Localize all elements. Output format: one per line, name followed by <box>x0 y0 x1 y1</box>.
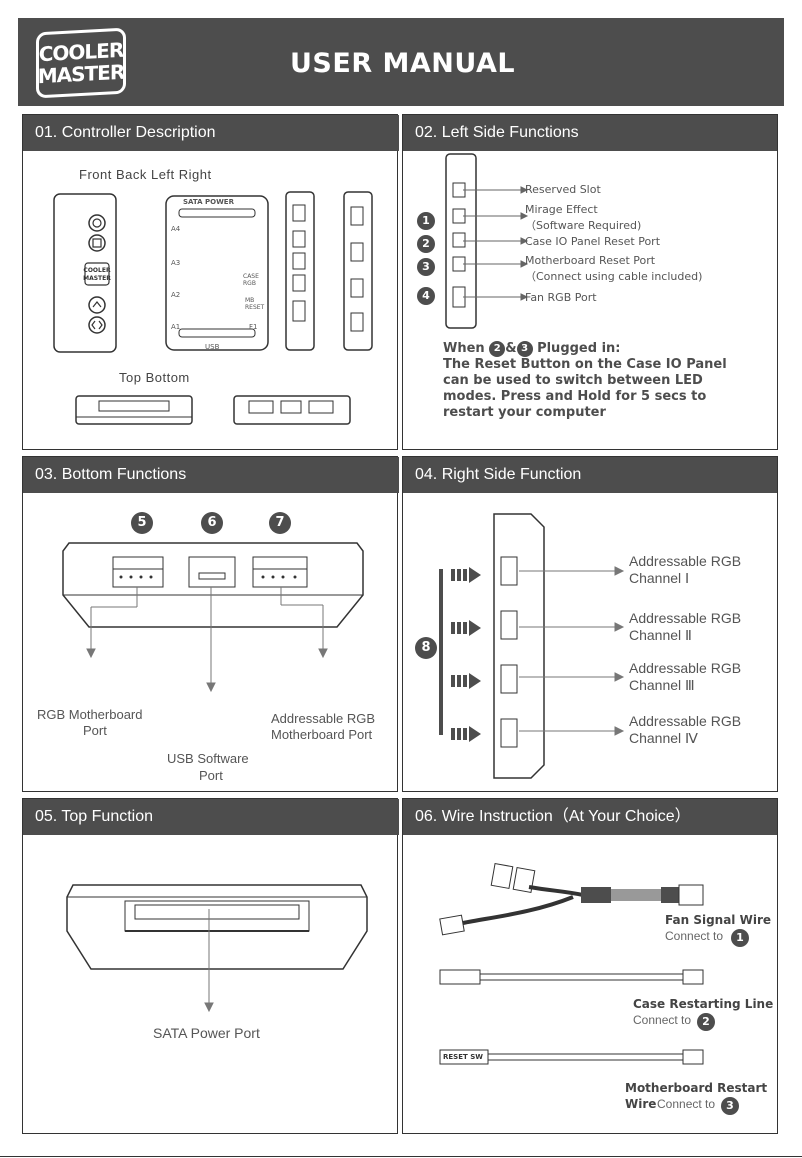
section-title: 02. Left Side Functions <box>403 115 777 151</box>
case-restarting-line-name: Case Restarting Line <box>633 997 774 1011</box>
channel-3-line2: Channel Ⅲ <box>629 677 695 693</box>
sata-power-port-label: SATA Power Port <box>153 1025 260 1041</box>
sata-power-label: SATA POWER <box>183 198 234 206</box>
svg-text:MASTER: MASTER <box>83 275 111 282</box>
case-rgb-label: CASE RGB <box>243 273 259 287</box>
case-restarting-line-illustration <box>439 969 704 985</box>
fan-signal-wire-number: 1 <box>731 929 749 947</box>
views-top-label: Front Back Left Right <box>79 167 212 182</box>
note-when: When <box>443 341 485 356</box>
note-amp: & <box>505 341 517 356</box>
front-view-illustration: COOLER MASTER <box>53 193 117 353</box>
mirage-effect-sub: （Software Required) <box>525 219 642 232</box>
channel-1-line2: Channel Ⅰ <box>629 570 690 586</box>
callout-number-1: 1 <box>417 212 435 230</box>
right-side-bracket <box>439 567 481 742</box>
note-plugged: Plugged in: <box>537 341 621 356</box>
argb-motherboard-port-line2: Motherboard Port <box>271 727 373 742</box>
callout-number-3: 3 <box>417 258 435 276</box>
section-title: 05. Top Function <box>23 799 399 835</box>
section-title: 06. Wire Instruction（At Your Choice） <box>403 799 777 835</box>
motherboard-restart-wire-illustration <box>439 1049 704 1065</box>
motherboard-restart-wire-connect: Connect to <box>657 1097 716 1111</box>
bottom-functions-illustration <box>62 542 364 693</box>
section-wire-instruction: 06. Wire Instruction（At Your Choice） Fan… <box>402 798 778 1134</box>
section-title: 04. Right Side Function <box>403 457 777 493</box>
mirage-effect-label: Mirage Effect <box>525 203 598 216</box>
fan-signal-wire-name: Fan Signal Wire <box>665 913 771 927</box>
back-view-illustration <box>165 195 269 351</box>
argb-motherboard-port-line1: Addressable RGB <box>271 711 376 726</box>
case-io-reset-label: Case IO Panel Reset Port <box>525 235 661 248</box>
callout-number-5: 5 <box>131 512 153 534</box>
channel-2-line2: Channel Ⅱ <box>629 627 692 643</box>
left-view-illustration <box>285 191 315 351</box>
mb-reset-port-sub: （Connect using cable included) <box>525 270 703 283</box>
f1-label: F1 <box>249 323 258 331</box>
motherboard-restart-wire-name2: Wire <box>625 1097 657 1111</box>
right-view-illustration <box>343 191 373 351</box>
note-number-2: 2 <box>489 341 506 357</box>
channel-4-line1: Addressable RGB <box>629 713 742 729</box>
fan-signal-wire-connect: Connect to <box>665 929 724 943</box>
right-side-illustration <box>493 513 545 779</box>
callout-number-2: 2 <box>417 235 435 253</box>
motherboard-restart-wire-number: 3 <box>721 1097 739 1115</box>
fan-rgb-port-label: Fan RGB Port <box>525 291 597 304</box>
a2-label: A2 <box>171 291 181 299</box>
section-bottom-functions: 03. Bottom Functions 5 6 7 RGB Motherboa… <box>22 456 399 792</box>
channel-1-line1: Addressable RGB <box>629 553 742 569</box>
callout-number-7: 7 <box>269 512 291 534</box>
section-top-function: 05. Top Function SATA Power Port <box>22 798 399 1134</box>
callout-number-4: 4 <box>417 287 435 305</box>
channel-2-line1: Addressable RGB <box>629 610 742 626</box>
a4-label: A4 <box>171 225 181 233</box>
section-controller-description: 01. Controller Description Front Back Le… <box>22 114 399 450</box>
rgb-motherboard-port-line2: Port <box>83 723 107 738</box>
motherboard-restart-wire-name: Motherboard Restart <box>625 1081 768 1095</box>
manual-header: COOLER MASTER USER MANUAL <box>18 18 784 106</box>
note-body: The Reset Button on the Case IO Panel ca… <box>443 357 727 420</box>
views-bottom-label: Top Bottom <box>119 370 190 385</box>
section-title: 03. Bottom Functions <box>23 457 399 493</box>
top-function-illustration <box>66 884 368 1013</box>
channel-arrows <box>519 566 625 736</box>
mb-reset-port-label: Motherboard Reset Port <box>525 254 656 267</box>
left-side-arrows <box>463 186 529 301</box>
svg-text:COOLER: COOLER <box>83 267 111 274</box>
mb-reset-label: MB RESET <box>245 297 265 311</box>
section-title: 01. Controller Description <box>23 115 399 151</box>
page-bottom-rule <box>0 1156 802 1157</box>
fan-signal-wire-illustration <box>439 863 704 936</box>
logo-line-2: MASTER <box>37 59 125 89</box>
callout-number-6: 6 <box>201 512 223 534</box>
usb-software-port-line1: USB Software <box>167 751 249 766</box>
reset-button-note: When 2&3 Plugged in: The Reset Button on… <box>443 341 743 421</box>
section-left-side-functions: 02. Left Side Functions Reserved Slot 1 … <box>402 114 778 450</box>
cooler-master-logo: COOLER MASTER <box>36 27 126 99</box>
channel-4-line2: Channel Ⅳ <box>629 730 698 746</box>
usb-software-port-line2: Port <box>199 768 223 783</box>
section-right-side-function: 04. Right Side Function 8 Addressable RG… <box>402 456 778 792</box>
top-view-illustration <box>75 395 193 425</box>
a3-label: A3 <box>171 259 181 267</box>
case-restarting-line-connect: Connect to <box>633 1013 692 1027</box>
reserved-slot-label: Reserved Slot <box>525 183 601 196</box>
usb-label: USB <box>205 343 220 351</box>
a1-label: A1 <box>171 323 181 331</box>
note-number-3: 3 <box>516 341 533 357</box>
bottom-view-illustration <box>233 395 351 425</box>
rgb-motherboard-port-line1: RGB Motherboard <box>37 707 143 722</box>
case-restarting-line-number: 2 <box>697 1013 715 1031</box>
channel-3-line1: Addressable RGB <box>629 660 742 676</box>
manual-title: USER MANUAL <box>290 48 516 79</box>
reset-sw-label: RESET SW <box>443 1053 483 1061</box>
callout-number-8: 8 <box>415 637 437 659</box>
